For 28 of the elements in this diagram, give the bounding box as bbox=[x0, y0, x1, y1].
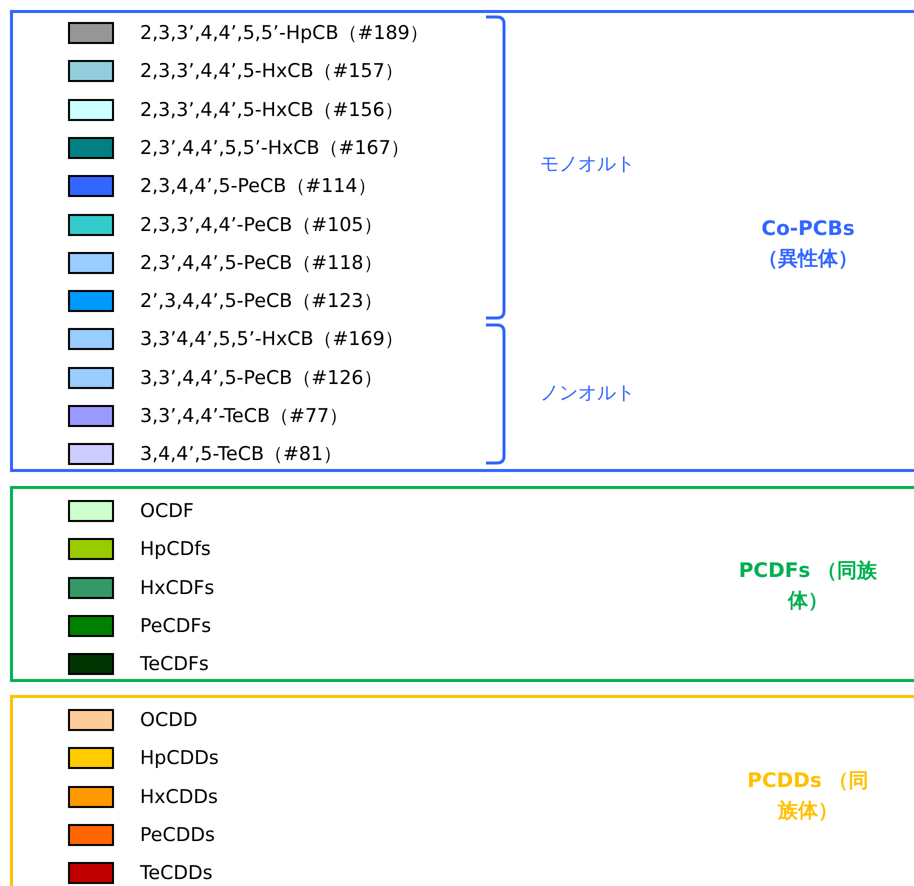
legend-label: 2,3,3’,4,4’,5,5’-HpCB（#189） bbox=[140, 21, 429, 45]
legend-label: HpCDfs bbox=[140, 537, 211, 562]
legend-label: 3,4,4’,5-TeCB（#81） bbox=[140, 442, 342, 466]
group-title: PCDDs （同族体） bbox=[746, 767, 870, 824]
legend-label: 2,3,3’,4,4’,5-HxCB（#156） bbox=[140, 98, 404, 122]
legend-label: TeCDDs bbox=[140, 861, 212, 886]
legend-label: 2,3,4,4’,5-PeCB（#114） bbox=[140, 174, 376, 198]
group-box bbox=[10, 486, 914, 682]
legend-label: TeCDFs bbox=[140, 652, 209, 676]
legend-label: OCDF bbox=[140, 499, 194, 523]
group-title: Co-PCBs （異性体） bbox=[757, 215, 859, 272]
legend-label: OCDD bbox=[140, 708, 198, 732]
legend-label: PeCDDs bbox=[140, 822, 215, 847]
legend-label: 2,3’,4,4’,5,5’-HxCB（#167） bbox=[140, 136, 410, 160]
legend-label: HpCDDs bbox=[140, 746, 219, 770]
legend-label: 2,3,3’,4,4’-PeCB（#105） bbox=[140, 212, 382, 236]
legend-label: 3,3’,4,4’-TeCB（#77） bbox=[140, 404, 348, 428]
bracket-label: モノオルト bbox=[540, 152, 635, 177]
legend-label: 2’,3,4,4’,5-PeCB（#123） bbox=[140, 289, 382, 314]
group-title: PCDFs （同族体） bbox=[738, 557, 878, 614]
legend-label: 2,3’,4,4’,5-PeCB（#118） bbox=[140, 250, 382, 275]
legend-label: HxCDDs bbox=[140, 784, 218, 809]
legend-label: HxCDFs bbox=[140, 576, 214, 600]
legend-label: PeCDFs bbox=[140, 614, 212, 638]
legend-label: 2,3,3’,4,4’,5-HxCB（#157） bbox=[140, 59, 404, 84]
legend-label: 3,3’4,4’,5,5’-HxCB（#169） bbox=[140, 327, 404, 352]
legend-label: 3,3’,4,4’,5-PeCB（#126） bbox=[140, 366, 382, 390]
bracket-label: ノンオルト bbox=[540, 381, 635, 406]
